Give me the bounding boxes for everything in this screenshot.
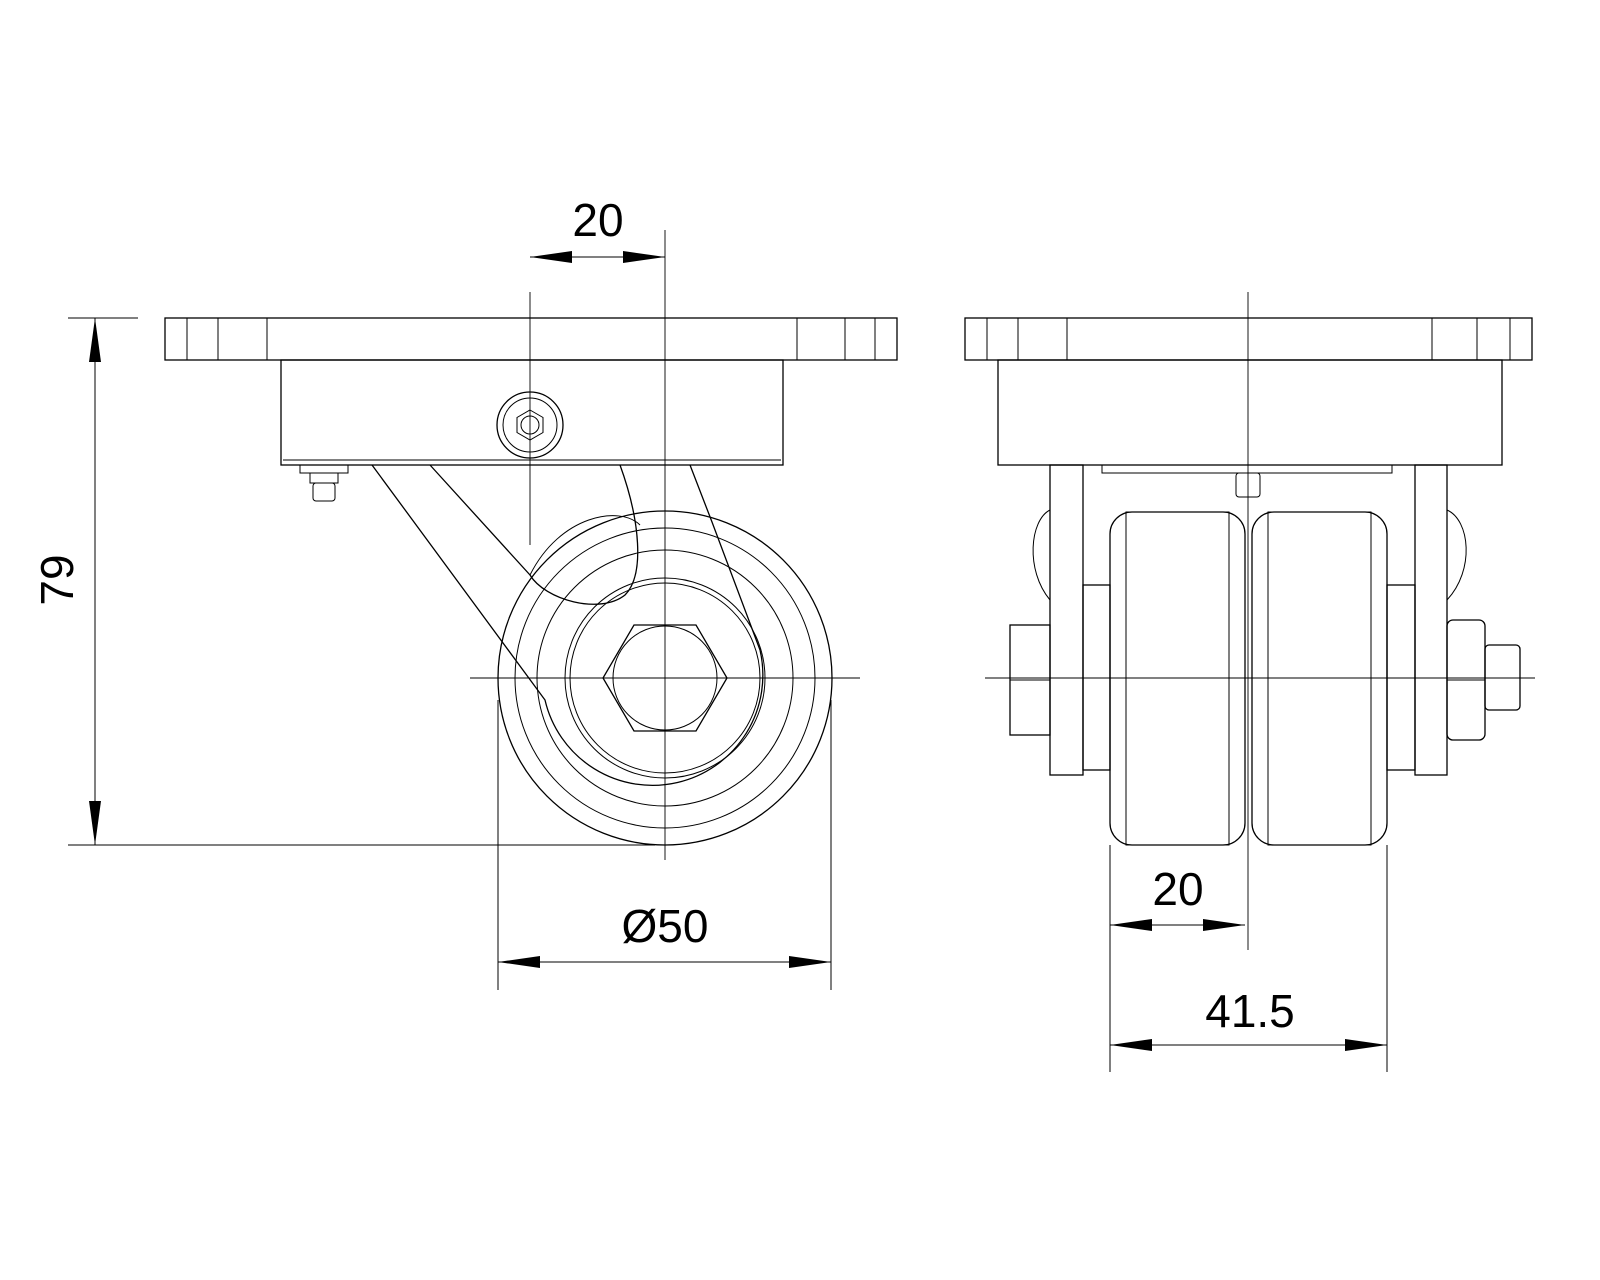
centerlines-front xyxy=(985,292,1535,950)
dimension-offset: 20 xyxy=(530,194,665,263)
swivel-housing xyxy=(280,359,784,466)
fork-arm xyxy=(371,464,764,787)
dimension-height: 79 xyxy=(31,317,655,846)
dimension-wheel-diameter: Ø50 xyxy=(497,700,832,990)
side-view xyxy=(164,230,898,860)
dimension-offset-label: 20 xyxy=(572,194,623,246)
dimension-overall-width-label: 41.5 xyxy=(1205,985,1295,1037)
centerlines xyxy=(470,230,860,860)
thrust-washer xyxy=(1101,464,1393,474)
hubs xyxy=(1082,584,1416,771)
swivel-housing-front xyxy=(997,359,1503,466)
grease-nipple xyxy=(299,464,349,502)
axle-bolt xyxy=(1009,619,1521,741)
mounting-plate xyxy=(164,317,898,361)
fork-legs xyxy=(1032,464,1467,776)
twin-wheels xyxy=(1109,511,1388,846)
dimension-wheel-width-label: 20 xyxy=(1152,863,1203,915)
dimension-diameter-label: Ø50 xyxy=(622,900,709,952)
dimension-wheel-width: 20 xyxy=(1109,845,1245,1072)
dimension-overall-width: 41.5 xyxy=(1110,845,1388,1072)
front-view xyxy=(964,292,1535,950)
dimension-height-label: 79 xyxy=(31,554,83,605)
mounting-plate-front xyxy=(964,317,1533,361)
